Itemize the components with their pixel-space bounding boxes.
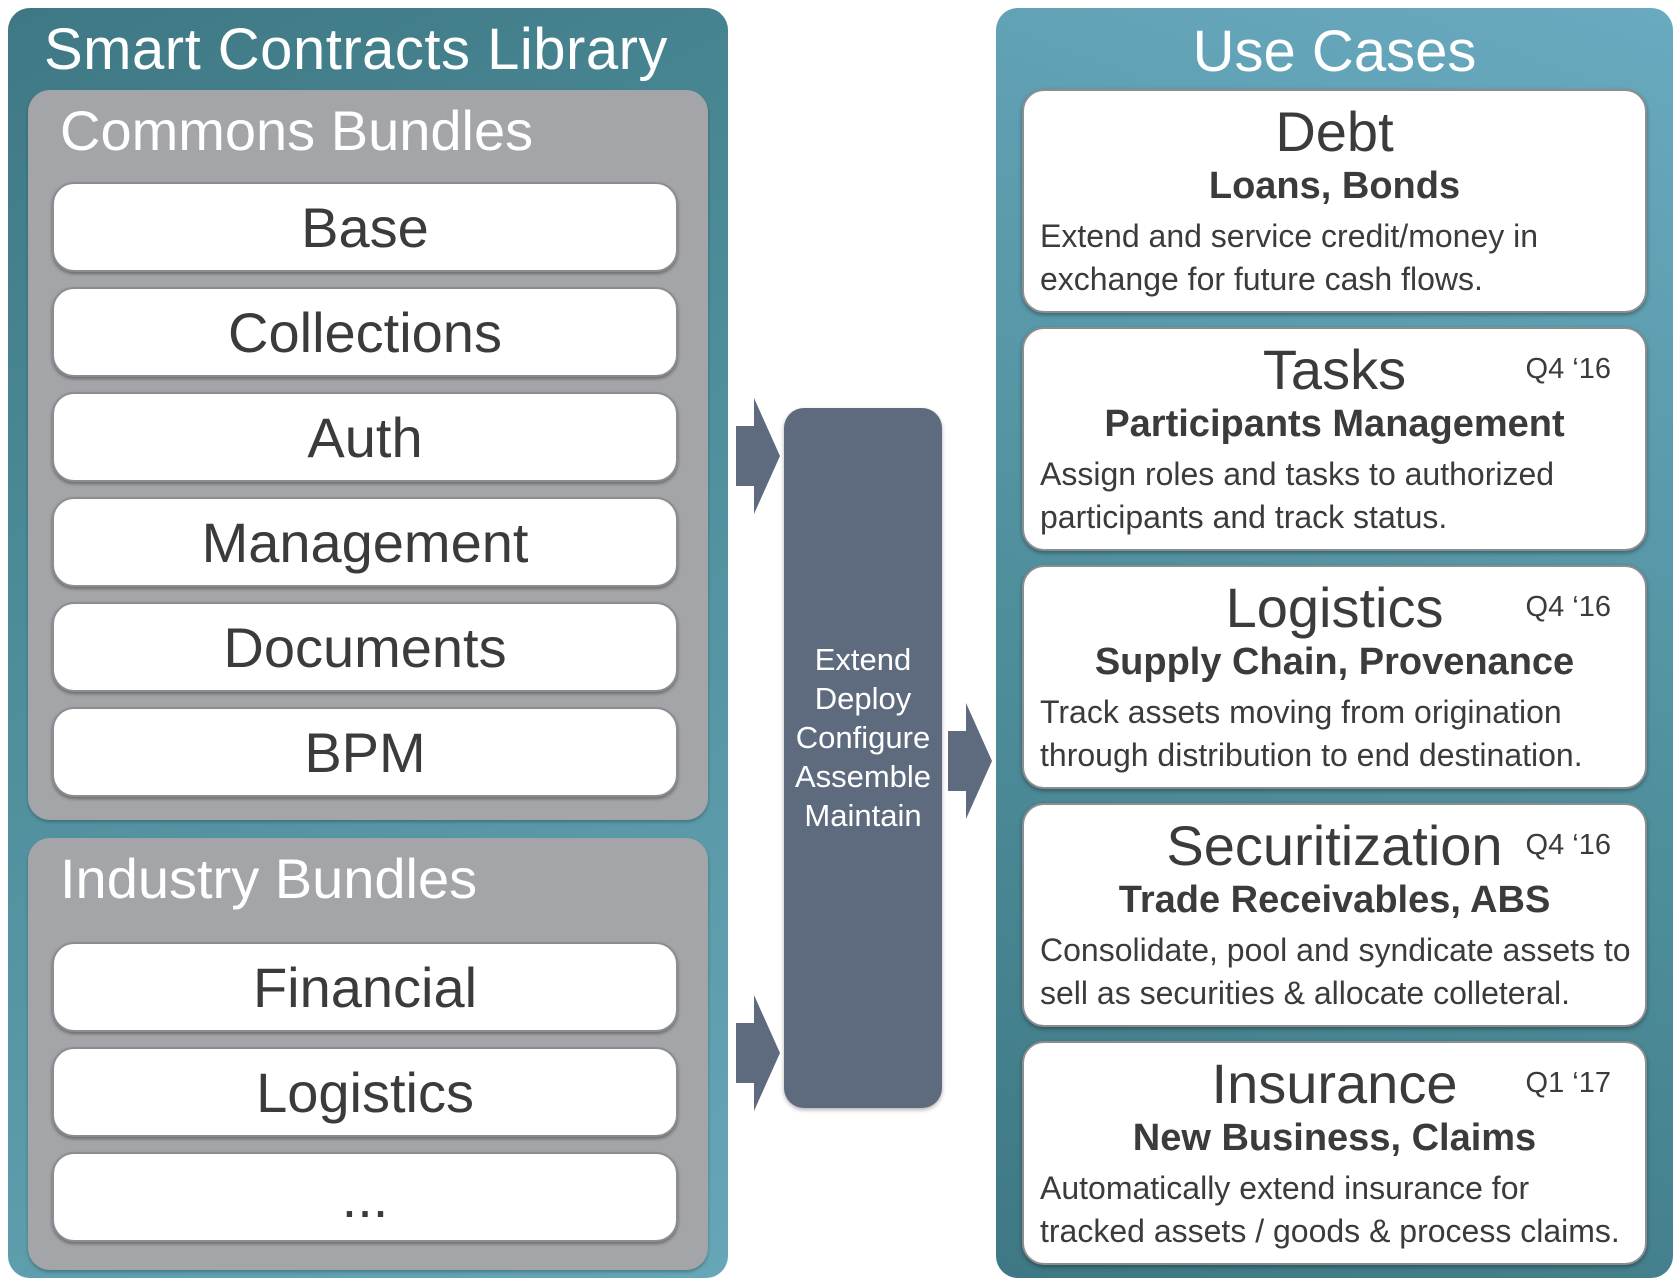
process-step-maintain: Maintain [804, 798, 922, 833]
use-case-date: Q4 ‘16 [1525, 353, 1611, 385]
bundle-item-financial[interactable]: Financial [52, 942, 678, 1032]
use-case-title: Insurance [1211, 1052, 1458, 1115]
use-case-date: Q4 ‘16 [1525, 829, 1611, 861]
use-case-subtitle: New Business, Claims [1132, 1117, 1537, 1159]
process-steps-list: Extend Deploy Configure Assemble Maintai… [784, 640, 942, 835]
use-case-subtitle: Supply Chain, Provenance [1094, 641, 1575, 683]
bundle-item-management[interactable]: Management [52, 497, 678, 587]
industry-bundles-group: Industry Bundles Financial Logistics ... [28, 838, 708, 1270]
process-step-assemble: Assemble [794, 759, 932, 794]
use-case-title: Tasks [1262, 338, 1407, 401]
use-case-date: Q4 ‘16 [1525, 591, 1611, 623]
industry-bundles-title: Industry Bundles [60, 847, 478, 910]
use-case-description: Extend and service credit/money in excha… [1040, 218, 1539, 297]
commons-bundles-title: Commons Bundles [60, 99, 534, 162]
use-case-date: Q1 ‘17 [1525, 1067, 1611, 1099]
use-case-subtitle: Participants Management [1104, 403, 1565, 445]
library-title: Smart Contracts Library [44, 17, 668, 82]
industry-bundles-list: Financial Logistics ... [52, 942, 678, 1257]
use-case-card-debt[interactable]: Debt Loans, Bonds Extend and service cre… [1022, 89, 1647, 313]
use-case-card-insurance[interactable]: Insurance Q1 ‘17 New Business, Claims Au… [1022, 1041, 1647, 1265]
use-case-card-logistics[interactable]: Logistics Q4 ‘16 Supply Chain, Provenanc… [1022, 565, 1647, 789]
commons-bundles-list: Base Collections Auth Management Documen… [52, 182, 678, 812]
use-case-card-tasks[interactable]: Tasks Q4 ‘16 Participants Management Ass… [1022, 327, 1647, 551]
arrow-right-icon [948, 703, 992, 819]
process-step-extend: Extend [814, 642, 912, 677]
use-cases-panel: Use Cases Debt Loans, Bonds Extend and s… [996, 8, 1673, 1278]
use-case-description: Track assets moving from origination thr… [1040, 694, 1583, 773]
bundle-item-logistics[interactable]: Logistics [52, 1047, 678, 1137]
process-step-configure: Configure [795, 720, 931, 755]
process-step-deploy: Deploy [814, 681, 912, 716]
use-case-description: Consolidate, pool and syndicate assets t… [1040, 932, 1631, 1011]
arrow-right-icon [736, 398, 780, 514]
smart-contracts-library-panel: Smart Contracts Library Commons Bundles … [8, 8, 728, 1278]
use-case-subtitle: Loans, Bonds [1208, 165, 1461, 207]
bundle-item-bpm[interactable]: BPM [52, 707, 678, 797]
use-case-subtitle: Trade Receivables, ABS [1118, 879, 1551, 921]
arrow-right-icon [736, 995, 780, 1111]
use-case-title: Securitization [1166, 814, 1503, 877]
bundle-item-more[interactable]: ... [52, 1152, 678, 1242]
bundle-item-base[interactable]: Base [52, 182, 678, 272]
use-case-title: Debt [1275, 100, 1394, 163]
bundle-item-auth[interactable]: Auth [52, 392, 678, 482]
bundle-item-collections[interactable]: Collections [52, 287, 678, 377]
use-case-title: Logistics [1225, 576, 1444, 639]
bundle-item-documents[interactable]: Documents [52, 602, 678, 692]
commons-bundles-group: Commons Bundles Base Collections Auth Ma… [28, 90, 708, 820]
use-case-card-securitization[interactable]: Securitization Q4 ‘16 Trade Receivables,… [1022, 803, 1647, 1027]
use-case-description: Assign roles and tasks to authorized par… [1040, 456, 1555, 535]
use-cases-list: Debt Loans, Bonds Extend and service cre… [1022, 89, 1647, 1279]
use-case-description: Automatically extend insurance for track… [1040, 1170, 1620, 1249]
use-cases-title: Use Cases [1192, 19, 1477, 84]
process-steps-box: Extend Deploy Configure Assemble Maintai… [784, 408, 942, 1108]
